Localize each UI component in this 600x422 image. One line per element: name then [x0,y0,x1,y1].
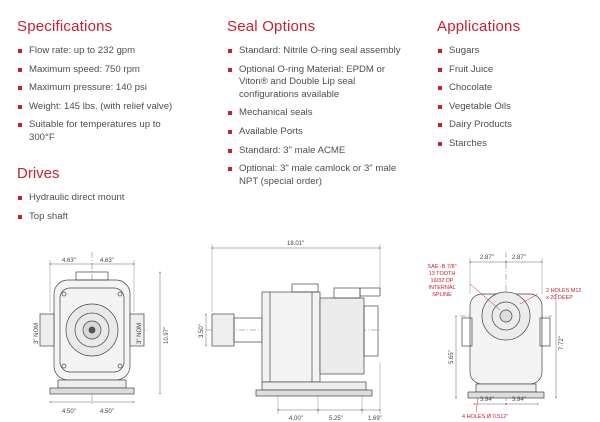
seal-item: Optional O-ring Material: EPDM or Viton®… [227,64,407,102]
front-port-right: 3" NOM [137,323,143,344]
drive-item: Top shaft [17,211,207,224]
spec-item: Weight: 145 lbs. (with relief valve) [17,101,207,114]
rear-holes-bottom: 4 HOLES Ø 0.512" [462,414,508,420]
rear-dim-t2: 2.87" [512,255,526,261]
specifications-section: Specifications Flow rate: up to 232 gpm … [17,18,207,151]
seal-item: Mechanical seals [227,107,407,120]
drive-item: Hydraulic direct mount [17,192,207,205]
seal-options-section: Seal Options Standard: Nitrile O-ring se… [227,18,407,194]
application-item: Vegetable Oils [437,101,587,114]
front-port-left: 3" NOM [34,323,40,344]
rear-dim-t1: 2.87" [480,255,494,261]
application-item: Dairy Products [437,119,587,132]
specifications-list: Flow rate: up to 232 gpm Maximum speed: … [17,45,207,145]
rear-holes-top-1: 2 HOLES M12 [546,288,581,294]
applications-list: Sugars Fruit Juice Chocolate Vegetable O… [437,45,587,151]
applications-heading: Applications [437,18,521,35]
rear-dim-b1: 3.94" [480,397,494,403]
side-dim-b3: 1.69" [368,416,382,422]
side-view-drawing [205,244,381,414]
rear-dim-left-h: 5.65" [449,350,455,364]
spec-item: Suitable for temperatures up to 300°F [17,119,179,144]
rear-view-drawing [455,252,557,405]
rear-dim-b2: 3.94" [512,397,526,403]
seal-options-list: Standard: Nitrile O-ring seal assembly O… [227,45,407,188]
rear-spline-callout-1: SAE -B 7/8" [427,264,456,270]
spec-item: Maximum speed: 750 rpm [17,64,207,77]
application-item: Fruit Juice [437,64,587,77]
rear-spline-callout-3: 16/32 DP [431,278,454,284]
seal-item: Available Ports [227,126,407,139]
side-dim-b1: 4.00" [289,416,303,422]
drives-section: Drives Hydraulic direct mount Top shaft [17,165,207,229]
spec-item: Flow rate: up to 232 gpm [17,45,207,58]
technical-drawings: 4.63" 4.63" 4.50" 4.50" 3" NOM 3" NOM 10… [34,241,581,422]
spec-item: Maximum pressure: 140 psi [17,82,207,95]
specifications-heading: Specifications [17,18,113,35]
side-dim-height: 3.50" [199,324,205,338]
applications-section: Applications Sugars Fruit Juice Chocolat… [437,18,587,157]
drives-heading: Drives [17,165,60,182]
front-dim-top-left: 4.63" [62,258,76,264]
front-dim-bottom-right: 4.50" [100,409,114,415]
application-item: Starches [437,138,587,151]
rear-holes-top-2: x 20 DEEP [546,295,573,301]
seal-item: Standard: 3" male ACME [227,145,407,158]
rear-callout-leaders [469,283,539,413]
rear-dim-right-h: 7.72" [559,336,565,350]
seal-item: Standard: Nitrile O-ring seal assembly [227,45,407,58]
drives-list: Hydraulic direct mount Top shaft [17,192,207,223]
seal-item: Optional: 3" male camlock or 3" male NPT… [227,163,407,188]
front-view-drawing [39,252,161,404]
application-item: Chocolate [437,82,587,95]
front-dim-height: 10.97" [164,327,170,344]
front-dim-top-right: 4.63" [100,258,114,264]
seal-options-heading: Seal Options [227,18,316,35]
rear-spline-callout-2: 13 TOOTH [429,271,456,277]
application-item: Sugars [437,45,587,58]
rear-spline-callout-5: SPLINE [432,292,452,298]
front-dim-bottom-left: 4.50" [62,409,76,415]
side-dim-b2: 5.25" [329,416,343,422]
rear-spline-callout-4: INTERNAL [428,285,455,291]
side-dim-overall: 18.01" [287,241,304,247]
